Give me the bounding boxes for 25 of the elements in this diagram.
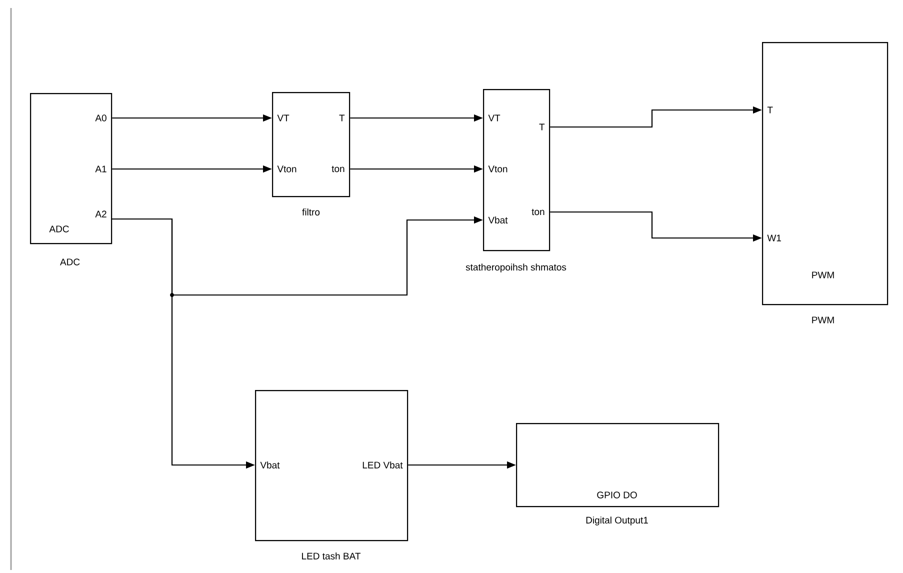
port-label: T bbox=[539, 124, 545, 130]
port-label: A1 bbox=[95, 166, 106, 172]
block-name: Digital Output1 bbox=[586, 516, 648, 526]
port-label: ton bbox=[332, 166, 344, 172]
port-label: LED Vbat bbox=[362, 462, 403, 468]
block-name: statheropoihsh shmatos bbox=[466, 264, 566, 272]
port-label: A0 bbox=[95, 114, 106, 122]
port-label: VT bbox=[277, 114, 290, 122]
port-label: ton bbox=[532, 208, 544, 216]
block-name: LED tash BAT bbox=[302, 552, 361, 560]
port-label: Vton bbox=[277, 166, 296, 172]
port-label: T bbox=[767, 106, 773, 114]
port-label: T bbox=[339, 114, 345, 122]
port-label: A2 bbox=[95, 210, 106, 218]
port-label: ADC bbox=[49, 226, 69, 232]
port-label: W1 bbox=[767, 234, 781, 242]
port-label: GPIO DO bbox=[597, 492, 637, 498]
port-label: Vbat bbox=[260, 462, 280, 468]
block-name: PWM bbox=[812, 316, 834, 324]
port-label: PWM bbox=[812, 272, 834, 278]
block-name: ADC bbox=[60, 258, 80, 266]
port-label: Vton bbox=[488, 166, 508, 172]
port-label: VT bbox=[488, 114, 500, 122]
block-name: filtro bbox=[302, 208, 320, 216]
port-label: Vbat bbox=[488, 216, 508, 224]
